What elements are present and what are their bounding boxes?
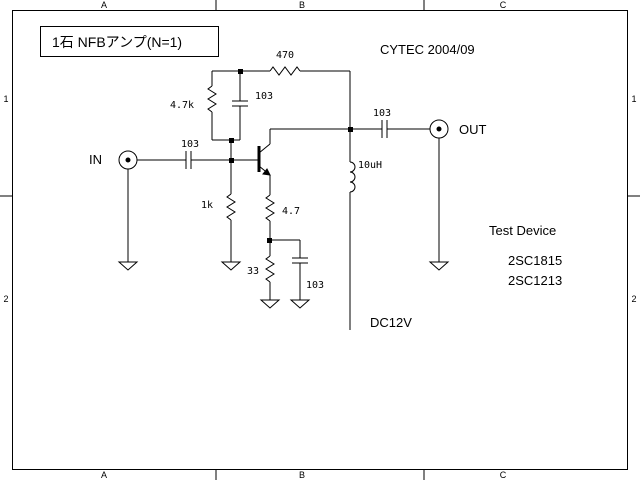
inductor-10uh <box>349 161 356 193</box>
label-c-emitter: 103 <box>306 280 324 291</box>
emitter-arrow <box>262 168 271 176</box>
ground-output <box>428 261 450 271</box>
label-c-output: 103 <box>373 108 391 119</box>
junction-dots <box>229 69 353 243</box>
label-r-emitter-1: 4.7 <box>282 206 300 217</box>
resistor-470 <box>269 66 301 76</box>
feedback-network <box>207 66 350 160</box>
row-label-2-right: 2 <box>631 294 636 304</box>
test-device-heading: Test Device <box>489 223 556 238</box>
schematic-title: 1石 NFBアンプ(N=1) <box>52 34 182 50</box>
transistor <box>254 128 350 195</box>
label-c-input: 103 <box>181 139 199 150</box>
resistor-1k <box>226 193 236 221</box>
resistor-33 <box>265 255 275 283</box>
test-device-1: 2SC1815 <box>508 253 562 268</box>
resistor-4-7k <box>207 85 217 113</box>
label-r-bias-top: 4.7k <box>170 100 194 111</box>
ground-emitter-2 <box>289 299 311 309</box>
label-r-feedback: 470 <box>276 50 294 61</box>
label-output-port: OUT <box>459 122 487 137</box>
label-r-emitter-2: 33 <box>247 266 259 277</box>
col-label-b-bottom: B <box>299 470 305 480</box>
resistor-4-7 <box>265 194 275 222</box>
row-label-1-left: 1 <box>3 94 8 104</box>
row-label-2-left: 2 <box>3 294 8 304</box>
ground-input <box>117 261 139 271</box>
credit-text: CYTEC 2004/09 <box>380 42 475 57</box>
col-label-c-top: C <box>500 0 507 10</box>
label-input-port: IN <box>89 152 102 167</box>
collector-network <box>349 71 450 330</box>
col-label-b-top: B <box>299 0 305 10</box>
col-label-a-top: A <box>101 0 107 10</box>
label-supply: DC12V <box>370 315 412 330</box>
col-label-a-bottom: A <box>101 470 107 480</box>
label-inductor: 10uH <box>358 160 382 171</box>
test-device-2: 2SC1213 <box>508 273 562 288</box>
emitter-network <box>259 194 311 309</box>
input-network <box>117 150 254 271</box>
col-label-c-bottom: C <box>500 470 507 480</box>
title-box <box>40 26 219 57</box>
row-label-1-right: 1 <box>631 94 636 104</box>
frame-border <box>12 10 628 470</box>
label-r-bias-bottom: 1k <box>201 200 213 211</box>
ground-emitter-1 <box>259 299 281 309</box>
label-c-feedback: 103 <box>255 91 273 102</box>
ground-bias <box>220 261 242 271</box>
